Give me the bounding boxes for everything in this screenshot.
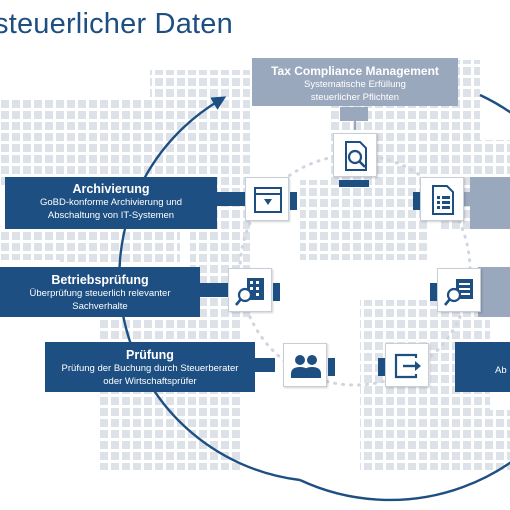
page-title: steuerlicher Daten [0, 8, 233, 40]
connector-tab [464, 192, 474, 206]
betriebspruefung-sub: Überprüfung steuerlich relevanter Sachve… [29, 288, 171, 312]
world-map-dots [0, 60, 510, 470]
archive-node [245, 177, 289, 221]
export-icon [394, 353, 421, 379]
archivierung-heading: Archivierung [72, 182, 150, 196]
archivierung-box: Archivierung GoBD-konforme Archivierung … [5, 177, 217, 229]
archivierung-sub: GoBD-konforme Archivierung und Abschaltu… [39, 197, 183, 221]
connector-tab [255, 358, 275, 372]
list-document-node [420, 177, 464, 221]
right-box-top [470, 177, 510, 229]
cycle-arc-right [299, 93, 510, 502]
list-document-icon [432, 185, 454, 215]
node-connector [290, 192, 297, 210]
document-search-node [333, 133, 377, 177]
connector-tab [200, 283, 228, 297]
right-box-bottom-sub: Ab [495, 365, 507, 376]
tax-compliance-heading: Tax Compliance Management [271, 64, 439, 78]
node-connector [328, 358, 335, 376]
node-connector [339, 180, 369, 187]
export-node [385, 343, 429, 387]
tax-compliance-sub: Systematische Erfüllung steuerlicher Pfl… [304, 79, 406, 103]
archive-box-icon [254, 187, 282, 213]
connector-tab [217, 192, 245, 206]
pruefung-sub: Prüfung der Buchung durch Steuerberater … [61, 363, 239, 387]
betriebspruefung-box: Betriebsprüfung Überprüfung steuerlich r… [0, 267, 200, 317]
document-magnify-icon [444, 279, 473, 306]
betriebspruefung-heading: Betriebsprüfung [51, 273, 149, 287]
document-search-icon [345, 141, 367, 171]
right-box-bottom: Ab [455, 342, 510, 392]
connector-tab [340, 107, 368, 121]
right-box-middle [478, 267, 510, 317]
building-search-icon [235, 278, 264, 306]
pruefung-heading: Prüfung [126, 348, 174, 362]
tax-compliance-box: Tax Compliance Management Systematische … [252, 58, 458, 106]
node-connector [378, 358, 385, 376]
people-icon [291, 355, 321, 378]
pruefung-box: Prüfung Prüfung der Buchung durch Steuer… [45, 342, 255, 392]
node-connector [273, 283, 280, 301]
people-node [283, 343, 327, 387]
document-magnify-node [437, 268, 481, 312]
node-connector [413, 192, 420, 210]
building-search-node [228, 268, 272, 312]
node-connector [430, 283, 437, 301]
cycle-arrow [118, 96, 301, 482]
